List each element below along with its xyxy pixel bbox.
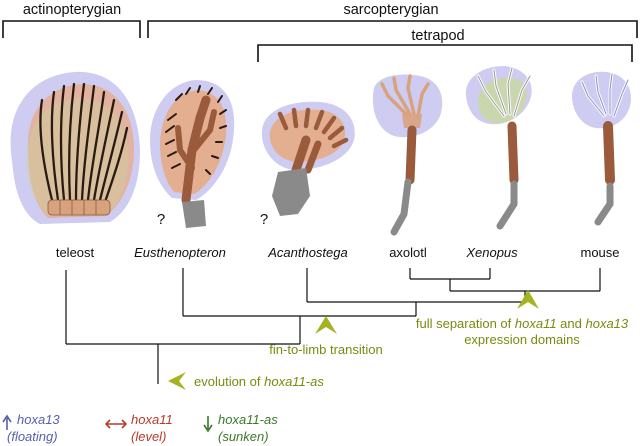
taxon-mouse: mouse: [580, 245, 619, 260]
phylogenetic-tree: [65, 268, 601, 384]
hoxa11as-evolution-label: evolution of hoxa11-as: [194, 374, 324, 389]
eusthenopteron-uncertain-mark: ?: [157, 211, 165, 228]
taxon-axolotl: axolotl: [389, 245, 427, 260]
up-arrow-icon: [2, 414, 12, 430]
legend-hoxa11-state: (level): [131, 429, 166, 444]
taxon-eusthenopteron: Eusthenopteron: [134, 245, 226, 260]
taxon-xenopus: Xenopus: [465, 245, 518, 260]
legend-hoxa11as: hoxa11-as (sunken): [203, 412, 278, 444]
down-arrow-icon: [203, 416, 213, 433]
eusthenopteron-fin-illustration: ?: [150, 80, 235, 228]
taxon-acanthostega: Acanthostega: [267, 245, 348, 260]
tetrapod-bracket: [257, 44, 633, 62]
mouse-limb-illustration: [572, 71, 631, 226]
fin-to-limb-arrow: [315, 316, 337, 334]
legend: hoxa13 (floating) hoxa11 (level) hoxa11-…: [2, 412, 278, 444]
teleost-fin-illustration: [10, 71, 141, 224]
actinopterygian-bracket: [2, 20, 141, 38]
axolotl-limb-illustration: [372, 74, 443, 236]
legend-hoxa13: hoxa13 (floating): [2, 412, 60, 444]
fin-to-limb-label: fin-to-limb transition: [269, 342, 382, 357]
separation-event-label-line2: expression domains: [464, 332, 580, 347]
acanthostega-limb-illustration: ?: [260, 101, 355, 228]
actinopterygian-label: actinopterygian: [23, 2, 121, 18]
sarcopterygian-bracket: [147, 20, 638, 38]
xenopus-limb-illustration: [465, 66, 532, 230]
tetrapod-label: tetrapod: [411, 28, 464, 44]
separation-event-arrow: [517, 290, 539, 309]
legend-hoxa11as-state: (sunken): [218, 429, 269, 444]
separation-event-label: full separation of hoxa11 and hoxa13: [416, 316, 629, 331]
taxon-teleost: teleost: [56, 245, 95, 260]
legend-hoxa13-gene: hoxa13: [17, 412, 60, 427]
legend-hoxa11-gene: hoxa11: [131, 412, 173, 427]
hoxa11as-evolution-arrow: [168, 372, 186, 390]
legend-hoxa11as-gene: hoxa11-as: [218, 412, 278, 427]
legend-hoxa13-state: (floating): [7, 429, 58, 444]
legend-hoxa11: hoxa11 (level): [104, 412, 173, 444]
left-right-arrow-icon: [104, 419, 128, 429]
acanthostega-uncertain-mark: ?: [260, 211, 268, 228]
sarcopterygian-label: sarcopterygian: [343, 2, 438, 18]
